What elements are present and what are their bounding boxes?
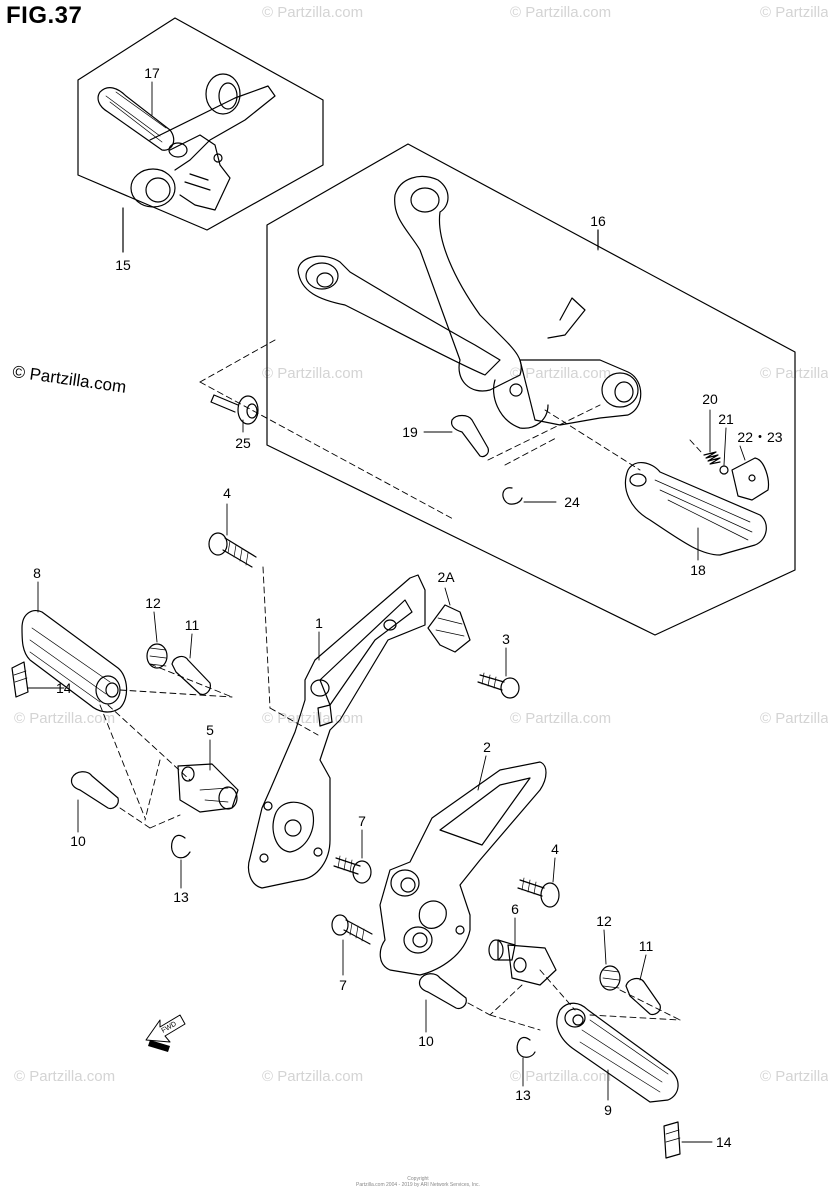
spring-20-icon <box>703 451 721 465</box>
callout-8: 8 <box>33 565 41 581</box>
bolt-25-icon <box>210 394 259 425</box>
bolt-7-upper-icon <box>333 855 372 884</box>
watermark: © Partzilla.com <box>760 365 828 382</box>
bolt-3-icon <box>477 672 520 699</box>
callout-22-23: 22・23 <box>737 429 782 445</box>
callout-labels: 17 15 16 19 20 21 22・23 24 18 25 4 1 2A … <box>33 65 783 1150</box>
footrest-bracket-1-icon <box>247 574 426 889</box>
watermark: © Partzilla.com <box>262 365 364 382</box>
watermark: © Partzilla.com <box>510 1068 612 1085</box>
clip-13-lower-icon <box>516 1036 536 1058</box>
ball-11-upper-icon <box>171 655 211 695</box>
figure-title: FIG.37 <box>6 2 83 29</box>
copyright-line-1: Copyright <box>407 1176 429 1182</box>
callout-11-upper: 11 <box>185 617 200 633</box>
callout-21: 21 <box>718 411 734 427</box>
pin-19-icon <box>450 414 489 458</box>
rider-footrest-assembly-icon <box>97 73 276 211</box>
callout-2a: 2A <box>437 569 455 585</box>
holder-5-icon <box>177 763 239 813</box>
bolt-4-lower-icon <box>517 877 560 908</box>
bolt-4-upper-icon <box>208 532 257 568</box>
stopper-14-lower-icon <box>663 1121 681 1159</box>
guard-2a-icon <box>427 604 471 653</box>
callout-9: 9 <box>604 1102 612 1118</box>
callout-16: 16 <box>590 213 606 229</box>
passenger-step-bracket-icon <box>297 175 767 556</box>
watermark: © Partzilla.com <box>14 1068 116 1085</box>
footrest-bracket-2-icon <box>379 761 547 976</box>
holder-6-icon <box>488 939 557 986</box>
holder-5-leaders <box>119 759 181 829</box>
spring-12-lower-icon <box>599 965 621 991</box>
pin-10-upper-icon <box>70 771 119 810</box>
bracket-1-leader <box>262 566 319 736</box>
callout-24: 24 <box>564 494 580 510</box>
callout-3: 3 <box>502 631 510 647</box>
callout-13-lower: 13 <box>515 1087 531 1103</box>
copyright-line-2: Partzilla.com 2004 - 2019 by ARI Network… <box>356 1182 480 1188</box>
watermark: © Partzilla.com <box>510 4 612 21</box>
callout-14-upper: 14 <box>56 680 72 696</box>
spring-12-upper-icon <box>146 643 168 669</box>
callout-5: 5 <box>206 722 214 738</box>
callout-13-upper: 13 <box>173 889 189 905</box>
ball-11-lower-icon <box>625 977 661 1016</box>
footpeg-8-icon <box>21 609 128 713</box>
watermark: © Partzilla.com <box>760 710 828 727</box>
callout-10-upper: 10 <box>70 833 86 849</box>
watermark: © Partzilla.com <box>262 4 364 21</box>
watermark: © Partzilla.com <box>510 365 612 382</box>
watermark: © Partzilla.com <box>262 1068 364 1085</box>
callout-25: 25 <box>235 435 251 451</box>
callout-12-lower: 12 <box>596 913 612 929</box>
clip-24-icon <box>502 487 523 505</box>
callout-17: 17 <box>144 65 160 81</box>
stopper-14-upper-icon <box>11 661 29 698</box>
inset-box-15 <box>77 17 324 253</box>
fwd-arrow-icon <box>145 1014 186 1052</box>
copyright-notice: Copyright Partzilla.com 2004 - 2019 by A… <box>356 1176 480 1188</box>
peg-8-leaders <box>99 663 233 819</box>
callout-20: 20 <box>702 391 718 407</box>
assembly-box-16 <box>266 143 796 636</box>
callout-14-lower: 14 <box>716 1134 732 1150</box>
callout-2: 2 <box>483 739 491 755</box>
callout-11-lower: 11 <box>639 938 654 954</box>
callout-leaders <box>27 81 746 1143</box>
callout-10-lower: 10 <box>418 1033 434 1049</box>
callout-1: 1 <box>315 615 323 631</box>
callout-7-lower: 7 <box>339 977 347 993</box>
callout-18: 18 <box>690 562 706 578</box>
plate-22-23-icon <box>731 457 770 501</box>
footpeg-9-icon <box>556 1002 679 1103</box>
clip-13-upper-icon <box>170 834 191 859</box>
callout-6: 6 <box>511 901 519 917</box>
bolt-7-lower-icon <box>331 914 373 945</box>
watermark: © Partzilla.com <box>14 710 116 727</box>
watermark: © Partzilla.com <box>760 1068 828 1085</box>
assembly-leaders <box>199 339 703 521</box>
holder-6-leaders <box>467 969 681 1031</box>
callout-12-upper: 12 <box>145 595 161 611</box>
pin-10-lower-icon <box>418 973 467 1010</box>
watermark: © Partzilla.com <box>760 4 828 21</box>
watermark: © Partzilla.com <box>510 710 612 727</box>
callout-19: 19 <box>402 424 418 440</box>
callout-4-lower: 4 <box>551 841 559 857</box>
callout-4-upper: 4 <box>223 485 231 501</box>
callout-15: 15 <box>115 257 131 273</box>
callout-7-upper: 7 <box>358 813 366 829</box>
ball-21-icon <box>719 465 729 475</box>
